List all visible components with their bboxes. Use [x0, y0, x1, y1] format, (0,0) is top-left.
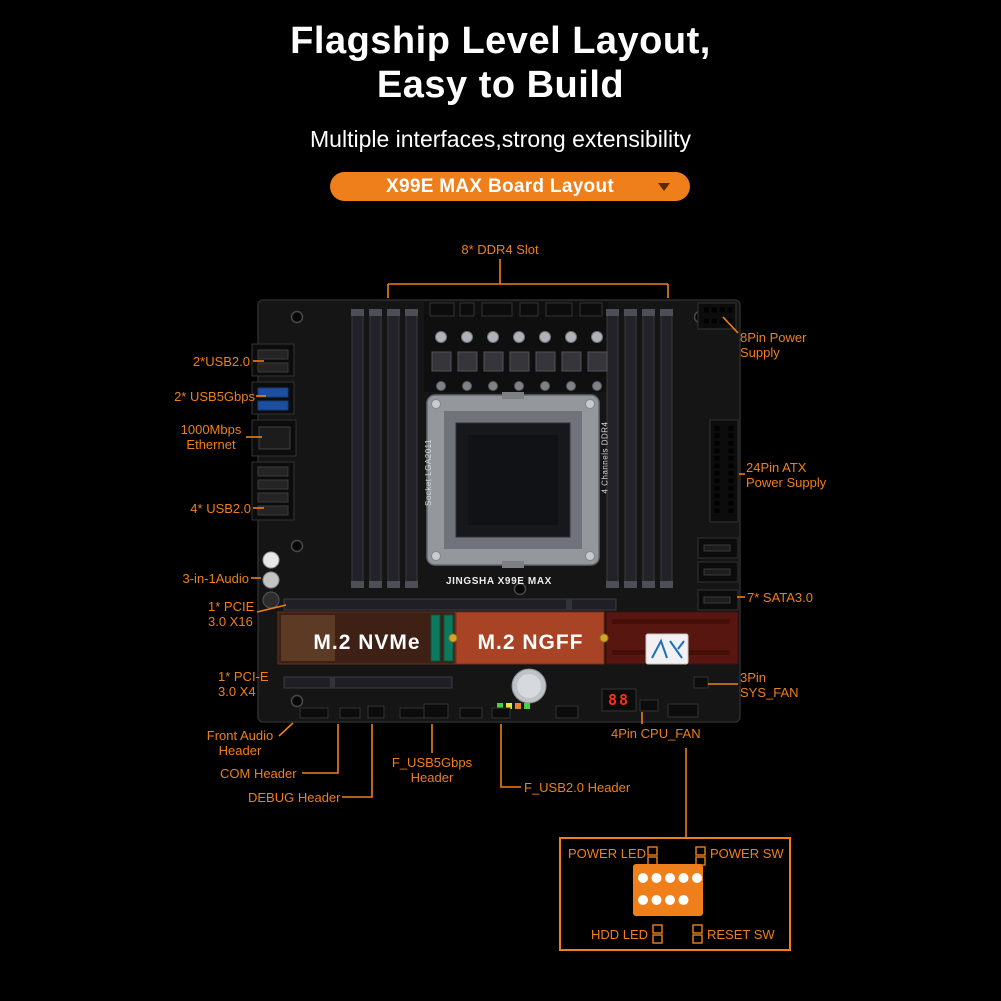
board-silkscreen: JINGSHA X99E MAX — [446, 576, 552, 587]
callout-com-header: COM Header — [220, 766, 297, 781]
callout-atx-24pin: 24Pin ATX Power Supply — [746, 460, 827, 491]
line-f-usb2 — [500, 724, 521, 788]
line-pcie-x16 — [256, 604, 287, 613]
front-panel-power-led-label: POWER LED — [568, 846, 647, 861]
page-title-line1: Flagship Level Layout, — [290, 20, 711, 62]
front-panel-power-sw-label: POWER SW — [710, 846, 784, 861]
callout-lines — [246, 259, 745, 838]
front-panel-connector — [633, 864, 703, 916]
callout-ethernet: 1000Mbps Ethernet — [180, 422, 242, 453]
brand-sticker — [645, 633, 689, 665]
line-ddr4-bracket — [387, 259, 669, 298]
board-layout-button[interactable]: X99E MAX Board Layout — [330, 172, 690, 201]
callout-usb2-rear4: 4* USB2.0 — [190, 501, 251, 516]
dropdown-caret-icon — [658, 183, 670, 191]
bottom-components — [299, 668, 709, 719]
ddr-channels-label: 4 Channels DDR4 — [600, 421, 610, 494]
callout-debug-header: DEBUG Header — [248, 790, 341, 805]
front-panel-diagram — [559, 837, 791, 951]
callout-front-audio: Front Audio Header — [206, 728, 274, 759]
page-title-line2: Easy to Build — [376, 64, 625, 106]
callout-audio: 3-in-1Audio — [182, 571, 250, 586]
front-panel-reset-sw-label: RESET SW — [707, 927, 775, 942]
callout-usb5gbps: 2* USB5Gbps — [174, 389, 255, 404]
callout-sata: 7* SATA3.0 — [747, 590, 813, 605]
atx-24pin-connector — [709, 419, 739, 523]
callout-8pin-power: 8Pin Power Supply — [740, 330, 807, 361]
pcie-x4-slot — [283, 676, 453, 689]
m2-area — [277, 611, 739, 665]
motherboard — [251, 299, 741, 723]
callout-pcie-x4: 1* PCI-E 3.0 X4 — [218, 669, 269, 700]
top-headers — [429, 302, 603, 317]
callout-cpu-fan: 4Pin CPU_FAN — [611, 726, 701, 741]
rear-io-ports — [251, 343, 297, 609]
m2-nvme-label: M.2 NVMe — [313, 631, 421, 654]
pcie-x16-slot — [283, 598, 617, 611]
m2-ngff-label: M.2 NGFF — [477, 631, 584, 654]
line-debug-header — [342, 724, 373, 798]
callout-f-usb2: F_USB2.0 Header — [524, 780, 631, 795]
front-panel-box — [559, 837, 791, 951]
callout-ddr4-slots: 8* DDR4 Slot — [461, 242, 539, 257]
front-panel-hdd-led-label: HDD LED — [591, 927, 649, 942]
cpu-socket — [426, 392, 600, 568]
debug-led — [601, 688, 637, 712]
cpu-socket-label: Socket LGA2011 — [423, 439, 433, 506]
vrm-area — [431, 331, 608, 391]
line-com-header — [302, 724, 339, 774]
callout-pcie-x16: 1* PCIE 3.0 X16 — [208, 599, 255, 630]
callout-sys-fan: 3Pin SYS_FAN — [740, 670, 799, 701]
line-8pin-power — [722, 316, 739, 334]
ddr4-slots — [351, 309, 673, 588]
line-front-audio — [278, 722, 294, 737]
debug-led-display: 88 — [607, 691, 631, 709]
callout-usb2-rear: 2*USB2.0 — [192, 354, 250, 369]
page-subtitle: Multiple interfaces,strong extensibility — [310, 126, 691, 152]
board-layout-button-label: X99E MAX Board Layout — [385, 175, 614, 197]
callout-f-usb5gbps: F_USB5Gbps Header — [391, 755, 473, 786]
pin-pair-glyphs — [647, 846, 706, 944]
